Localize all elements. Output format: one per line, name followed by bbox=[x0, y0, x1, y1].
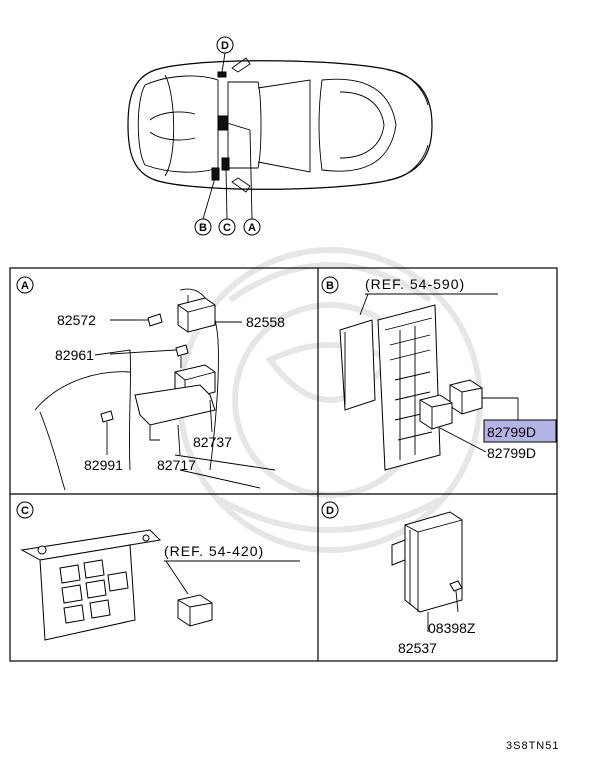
part-08398Z: 08398Z bbox=[428, 620, 476, 636]
part-82961: 82961 bbox=[55, 347, 94, 363]
callout-c-bottom: C bbox=[218, 218, 236, 236]
svg-text:D: D bbox=[221, 40, 229, 52]
svg-text:C: C bbox=[21, 505, 29, 517]
part-82799D-label: 82799D bbox=[487, 445, 536, 461]
callout-a-bottom: A bbox=[243, 218, 261, 236]
part-82991: 82991 bbox=[84, 457, 123, 473]
svg-text:A: A bbox=[248, 222, 256, 234]
part-82799D-highlighted-label: 82799D bbox=[487, 424, 536, 440]
panel-b: B (REF. 54-590) 82799D 82799D bbox=[321, 276, 557, 471]
ref-54-590: (REF. 54-590) bbox=[365, 276, 465, 292]
part-82572: 82572 bbox=[57, 312, 96, 328]
svg-text:D: D bbox=[326, 505, 334, 517]
svg-text:A: A bbox=[21, 280, 29, 292]
panel-c: C (REF. 54-420) bbox=[16, 501, 300, 641]
callout-b-bottom: B bbox=[194, 218, 212, 236]
svg-text:C: C bbox=[223, 222, 231, 234]
part-82717: 82717 bbox=[157, 457, 196, 473]
callout-d-top: D bbox=[216, 36, 234, 54]
part-82537: 82537 bbox=[398, 640, 437, 656]
panel-d: D 08398Z 82537 bbox=[321, 501, 476, 656]
part-82737: 82737 bbox=[193, 434, 232, 450]
ref-54-420: (REF. 54-420) bbox=[164, 543, 264, 559]
part-82558: 82558 bbox=[246, 314, 285, 330]
svg-text:B: B bbox=[326, 280, 334, 292]
svg-text:B: B bbox=[199, 222, 207, 234]
panel-grid bbox=[9, 267, 558, 662]
diagram-code: 3S8TN51 bbox=[506, 740, 559, 752]
car-overview bbox=[127, 57, 433, 193]
part-82799D-highlight bbox=[483, 419, 557, 443]
panel-a: A 82572 82558 82961 82737 8 bbox=[16, 276, 285, 491]
